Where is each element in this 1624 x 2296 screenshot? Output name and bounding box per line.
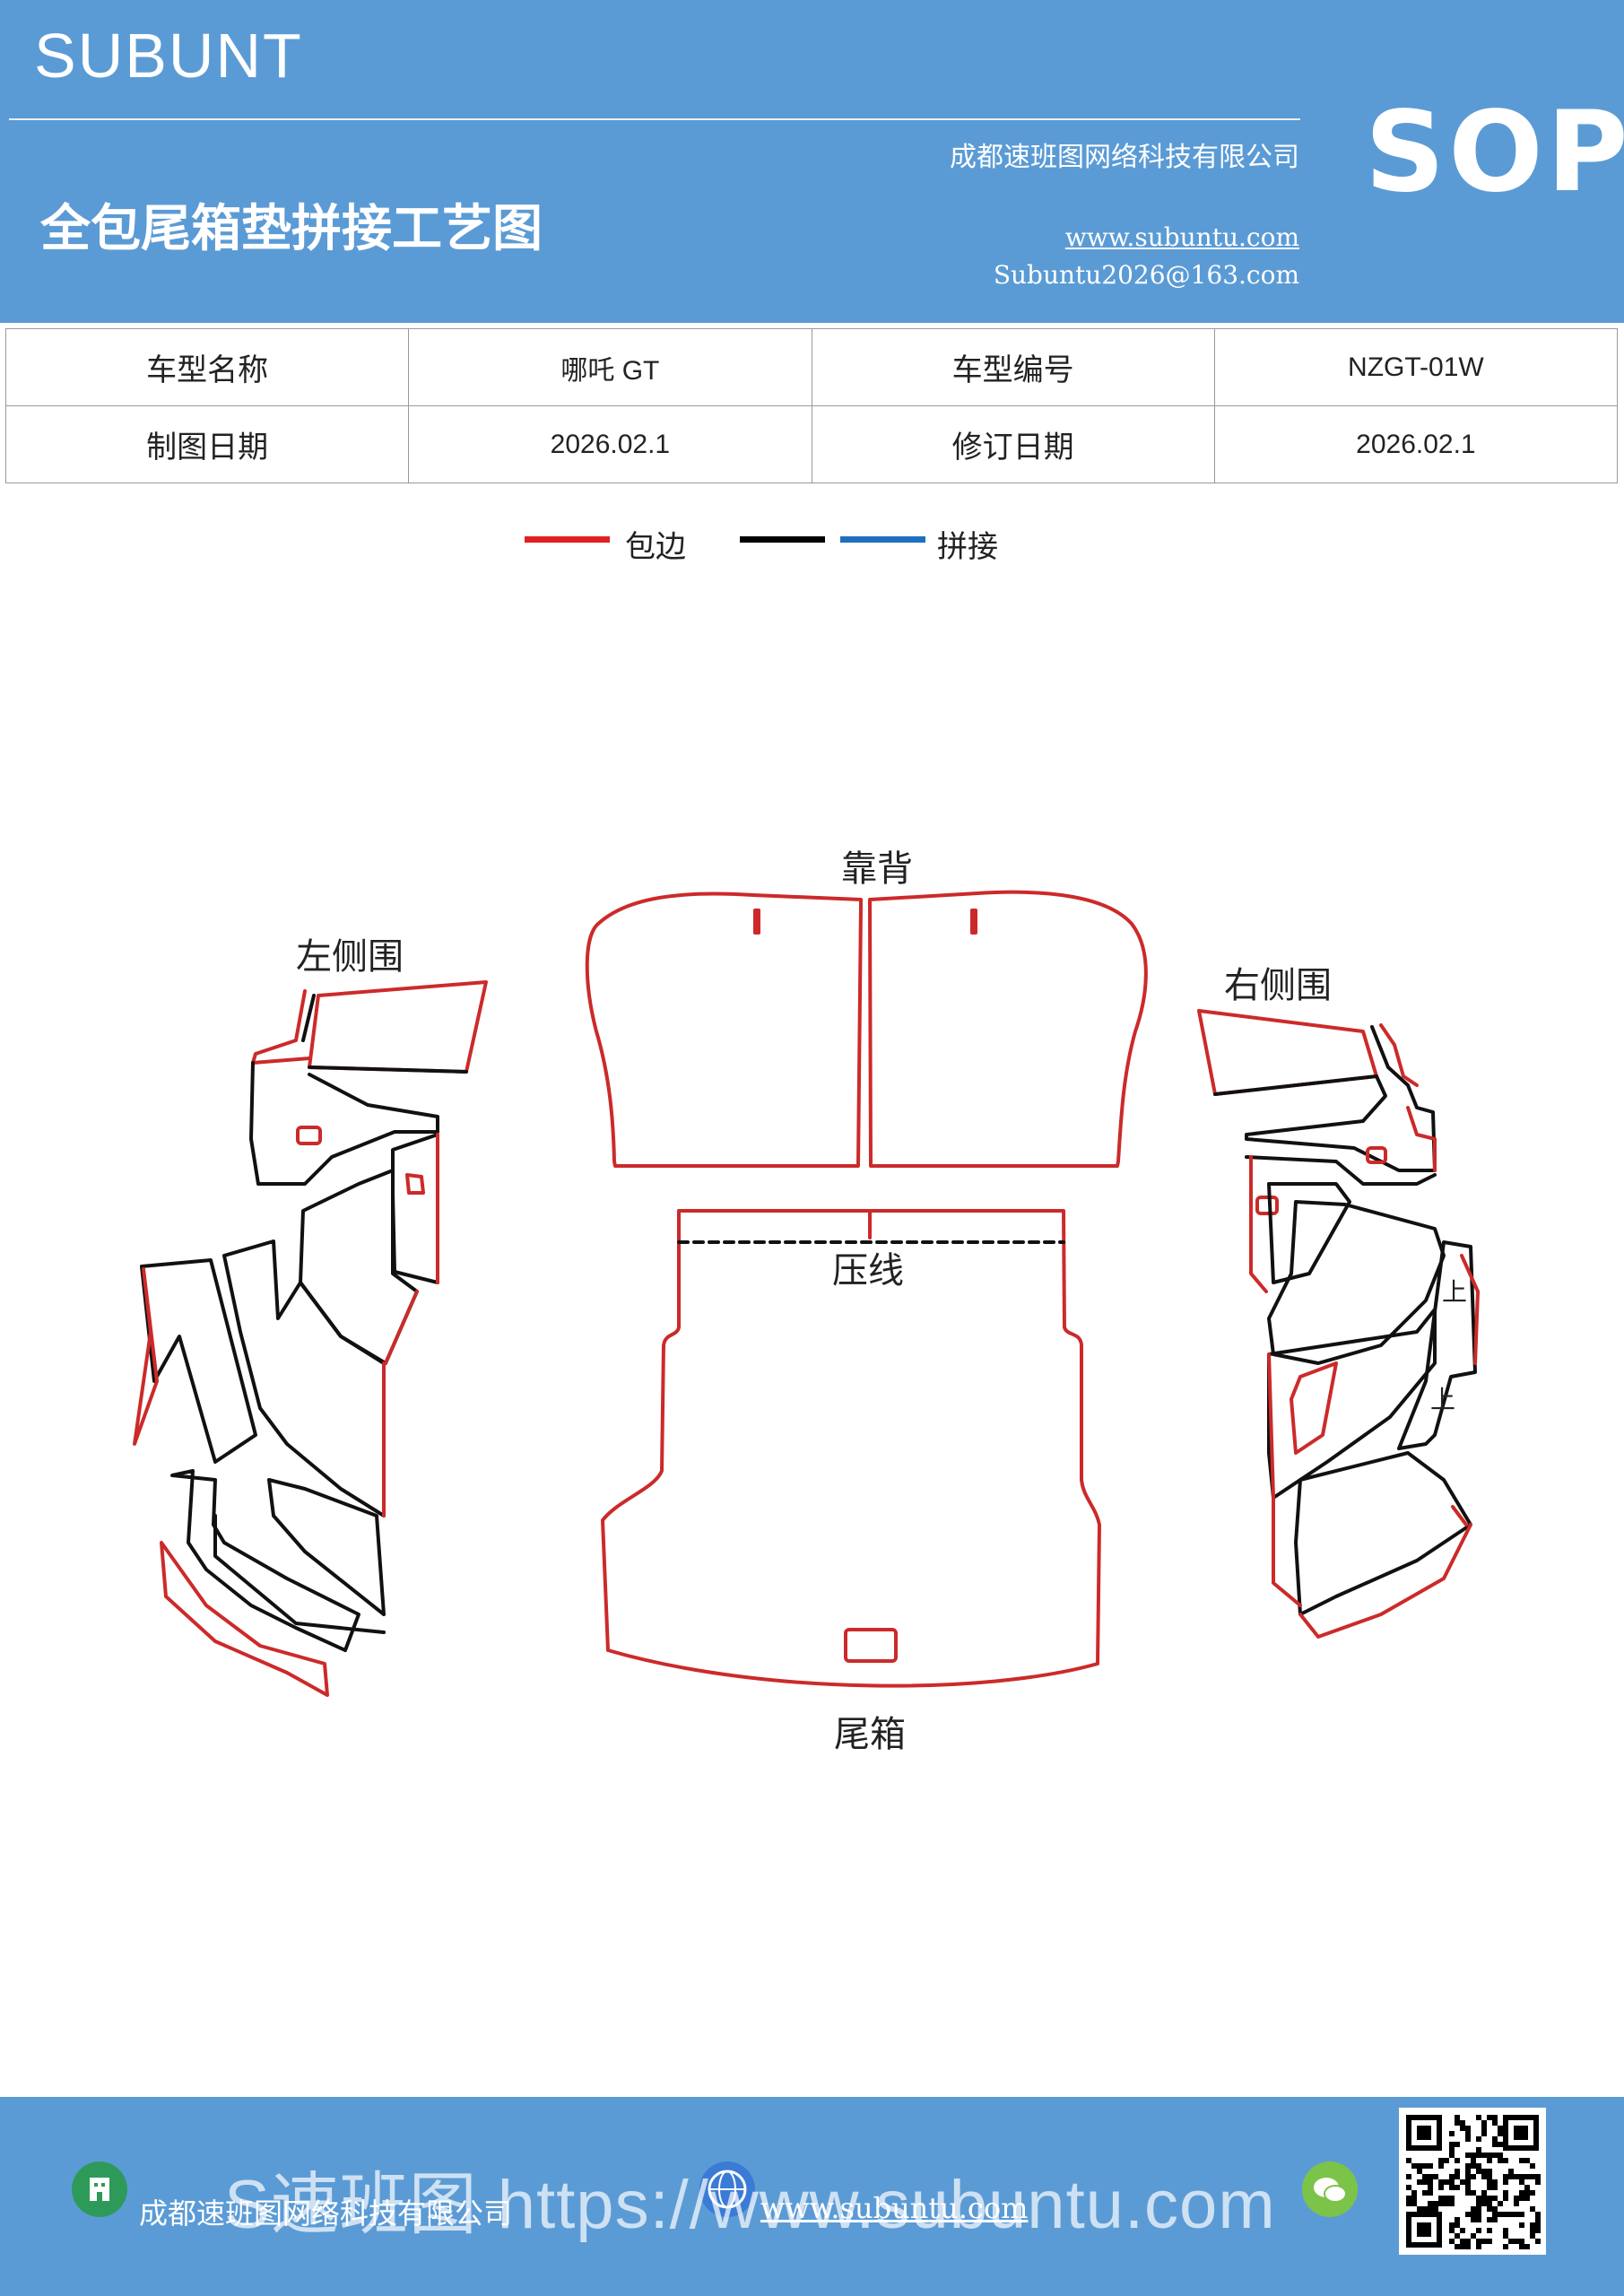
- revise-date-label: 修订日期: [811, 405, 1215, 483]
- left-side-label: 左侧围: [296, 936, 404, 978]
- company-name: 成都速班图网络科技有限公司: [950, 142, 1299, 173]
- wechat-icon: [1302, 2161, 1358, 2217]
- qr-code[interactable]: [1399, 2108, 1546, 2255]
- footer-banner: 成都速班图网络科技有限公司 www.subuntu.com S速班图 https…: [0, 2097, 1624, 2296]
- draw-date-value: 2026.02.1: [408, 405, 812, 483]
- website-link[interactable]: www.subuntu.com: [1064, 222, 1299, 252]
- trunk-label: 尾箱: [834, 1714, 906, 1755]
- table-row: 车型名称 哪吒 GT 车型编号 NZGT-01W: [4, 328, 1619, 406]
- revise-date-value: 2026.02.1: [1213, 405, 1619, 483]
- building-icon: [72, 2161, 127, 2217]
- table-row: 制图日期 2026.02.1 修订日期 2026.02.1: [4, 405, 1619, 483]
- legend-swatch-join: [840, 536, 925, 543]
- draw-date-label: 制图日期: [4, 405, 410, 483]
- email-address[interactable]: Subuntu2026@163.com: [993, 260, 1299, 290]
- up-mark-lower: 上: [1430, 1385, 1455, 1414]
- legend-label-join: 拼接: [937, 529, 998, 565]
- legend: 包边 拼接: [0, 522, 1624, 576]
- right-side-label: 右侧围: [1224, 965, 1332, 1006]
- up-mark-upper: 上: [1442, 1277, 1467, 1307]
- info-table: 车型名称 哪吒 GT 车型编号 NZGT-01W 制图日期 2026.02.1 …: [4, 328, 1619, 483]
- model-code-value: NZGT-01W: [1213, 328, 1619, 406]
- model-name-value: 哪吒 GT: [408, 328, 812, 406]
- document-title: 全包尾箱垫拼接工艺图: [40, 200, 543, 258]
- backrest-panels: [585, 890, 1148, 1168]
- right-side-panels: [1197, 1009, 1480, 1639]
- model-name-label: 车型名称: [4, 328, 410, 406]
- model-code-label: 车型编号: [811, 328, 1215, 406]
- backrest-label: 靠背: [841, 848, 913, 890]
- legend-swatch-seam: [740, 536, 825, 543]
- footer-company: 成都速班图网络科技有限公司: [139, 2196, 513, 2231]
- legend-label-edge: 包边: [625, 529, 686, 565]
- header-divider: [9, 118, 1300, 120]
- footer-website-link[interactable]: www.subuntu.com: [760, 2191, 1029, 2225]
- header-banner: SUBUNT 全包尾箱垫拼接工艺图 成都速班图网络科技有限公司 www.subu…: [0, 0, 1624, 323]
- legend-swatch-edge: [525, 536, 610, 543]
- trunk-panel: [601, 1209, 1101, 1688]
- brand-logo-text: SUBUNT: [34, 21, 303, 91]
- footer-watermark: S速班图 https://www.subuntu.com: [224, 2167, 1276, 2243]
- press-line-label: 压线: [832, 1250, 904, 1292]
- left-side-panels: [133, 980, 488, 1697]
- globe-icon: [699, 2161, 755, 2217]
- sop-badge: SOP: [1365, 88, 1624, 217]
